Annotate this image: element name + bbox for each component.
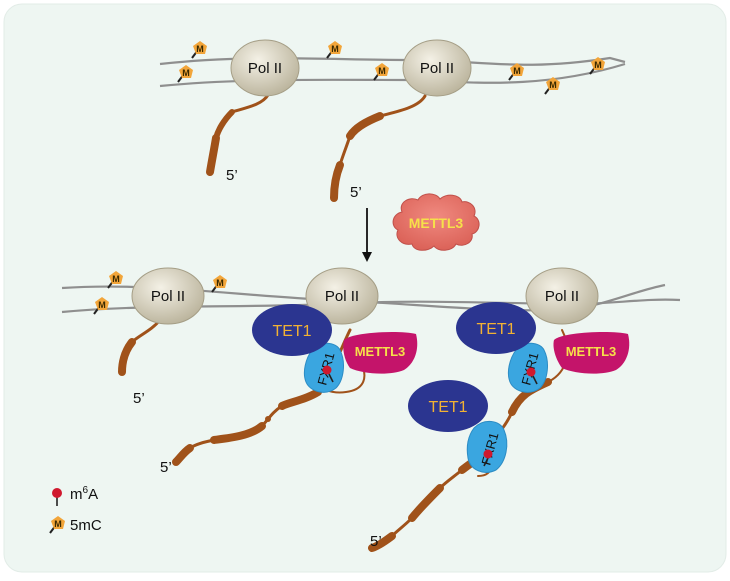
methyl-tag-icon: M — [93, 297, 109, 315]
m6a-pin-icon — [322, 365, 334, 383]
legend-m6a-prefix: m — [70, 486, 83, 503]
legend-5mc-label: 5mC — [70, 517, 102, 534]
legend-m6a-suffix: A — [88, 486, 98, 503]
svg-text:TET1: TET1 — [272, 323, 311, 340]
methyl-tag-icon: M — [326, 41, 342, 59]
mettl3-free-enzyme: METTL3 — [392, 193, 480, 251]
svg-text:M: M — [182, 68, 190, 78]
mettl3-bound-enzyme: METTL3 — [553, 332, 630, 374]
svg-text:METTL3: METTL3 — [355, 344, 406, 359]
svg-text:M: M — [196, 44, 204, 54]
fxr1-protein: FXR1 — [507, 342, 548, 393]
legend-m6a-sup: 6 — [83, 485, 89, 496]
svg-text:M: M — [331, 44, 339, 54]
svg-text:M: M — [216, 278, 224, 288]
svg-text:Pol II: Pol II — [420, 60, 454, 77]
five-prime-label: 5’ — [370, 533, 382, 550]
svg-text:M: M — [594, 60, 602, 70]
methyl-tag-icon: M — [589, 57, 605, 75]
m6a-pin-icon — [52, 488, 62, 506]
fxr1-protein: FXR1 — [466, 421, 508, 473]
methyl-tag-icon: M — [191, 41, 207, 59]
tet1-protein: TET1 — [408, 380, 488, 432]
svg-text:Pol II: Pol II — [151, 288, 185, 305]
polii-complex: Pol II — [305, 267, 379, 325]
m6a-pin-icon — [483, 449, 493, 467]
five-prime-label: 5’ — [160, 459, 172, 476]
tet1-protein: TET1 — [252, 304, 332, 356]
legend: m6A M 5mC — [49, 485, 102, 534]
top-rna-1 — [206, 93, 270, 176]
svg-text:Pol II: Pol II — [248, 60, 282, 77]
svg-text:TET1: TET1 — [476, 321, 515, 338]
svg-text:M: M — [378, 66, 386, 76]
svg-text:M: M — [549, 80, 557, 90]
top-rna-2 — [330, 94, 427, 202]
methyl-tag-icon: M — [177, 65, 193, 83]
mettl3-bound-enzyme: METTL3 — [343, 332, 418, 374]
polii-complex: Pol II — [230, 39, 300, 97]
svg-text:Pol II: Pol II — [325, 288, 359, 305]
methyl-tag-icon: M — [49, 516, 65, 534]
tet1-protein: TET1 — [456, 302, 536, 354]
methyl-tag-icon: M — [107, 271, 123, 289]
svg-text:M: M — [513, 66, 521, 76]
svg-text:METTL3: METTL3 — [409, 215, 464, 231]
polii-complex: Pol II — [525, 267, 599, 325]
polii-complex: Pol II — [131, 267, 205, 325]
svg-text:m6A: m6A — [70, 485, 98, 503]
five-prime-label: 5’ — [226, 167, 238, 184]
svg-text:M: M — [112, 274, 120, 284]
methyl-tag-icon: M — [211, 275, 227, 293]
legend-item-m6a: m6A — [52, 485, 98, 506]
five-prime-label: 5’ — [133, 390, 145, 407]
m6a-pin-icon — [526, 367, 538, 385]
five-prime-label: 5’ — [350, 184, 362, 201]
svg-text:TET1: TET1 — [428, 399, 467, 416]
svg-text:M: M — [54, 519, 62, 529]
methyl-tag-icon: M — [508, 63, 524, 81]
svg-text:METTL3: METTL3 — [566, 344, 617, 359]
svg-text:Pol II: Pol II — [545, 288, 579, 305]
methyl-tag-icon: M — [544, 77, 560, 95]
svg-text:M: M — [98, 300, 106, 310]
methyl-tag-icon: M — [373, 63, 389, 81]
legend-item-5mc: M 5mC — [49, 516, 102, 534]
polii-complex: Pol II — [402, 39, 472, 97]
down-arrow-icon — [362, 208, 372, 262]
